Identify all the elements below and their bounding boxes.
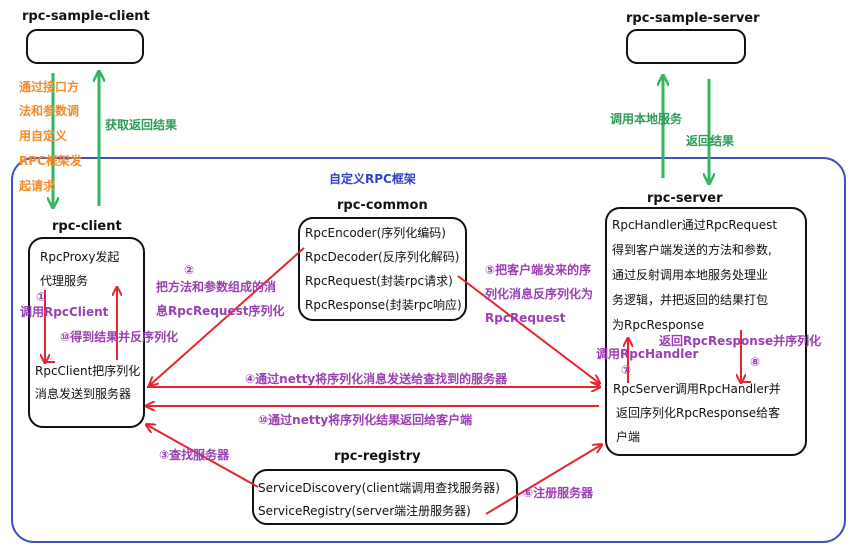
arrow-step6: [485, 445, 601, 515]
step7-number: ⑦: [621, 363, 632, 377]
client-app-title: rpc-sample-client: [22, 9, 150, 24]
client-call-line1: 通过接口方: [19, 80, 80, 94]
common-item-decoder: RpcDecoder(反序列化解码): [305, 250, 460, 264]
server-handler-line3: 通过反射调用本地服务处理业: [612, 268, 769, 282]
registry-item-registry: ServiceRegistry(server端注册服务器): [258, 504, 471, 518]
call-local-label: 调用本地服务: [610, 112, 683, 126]
client-send-line2: 消息发送到服务器: [35, 387, 132, 401]
step2-line1: 把方法和参数组成的消: [156, 280, 277, 294]
rpc-registry-title: rpc-registry: [334, 449, 421, 464]
rpc-common-title: rpc-common: [337, 198, 428, 213]
server-rpcserver-line2: 返回序列化RpcResponse给客: [616, 406, 781, 420]
step3-label: ③查找服务器: [159, 448, 230, 462]
client-proxy-line1: RpcProxy发起: [40, 250, 120, 264]
client-proxy-line2: 代理服务: [40, 274, 89, 288]
server-handler-line1: RpcHandler通过RpcRequest: [612, 218, 778, 232]
step5-line3: RpcRequest: [485, 311, 566, 325]
server-app-title: rpc-sample-server: [626, 11, 760, 26]
step4-label: ④通过netty将序列化消息发送给查找到的服务器: [245, 372, 508, 386]
step8-label: 返回RpcResponse并序列化: [659, 334, 822, 348]
client-call-line5: 起请求: [19, 179, 56, 193]
step6-label: ⑥注册服务器: [523, 486, 594, 500]
step10b-label: ⑩通过netty将序列化结果返回给客户端: [258, 413, 473, 427]
rpc-server-title: rpc-server: [647, 191, 723, 206]
framework-title: 自定义RPC框架: [329, 172, 416, 186]
step2-line2: 息RpcRequest序列化: [156, 304, 285, 318]
rpc-client-box: [28, 237, 145, 428]
step8-number: ⑧: [750, 355, 761, 369]
step1-label: 调用RpcClient: [20, 305, 109, 319]
client-send-line1: RpcClient把序列化: [35, 364, 141, 378]
client-call-line2: 法和参数调: [19, 104, 80, 118]
arrow-step2: [150, 247, 305, 385]
step5-line1: ⑤把客户端发来的序: [485, 263, 592, 277]
rpc-registry-box: [252, 469, 518, 525]
rpc-framework-frame: [11, 157, 846, 543]
client-call-line3: 用自定义: [19, 129, 68, 143]
server-handler-line4: 务逻辑，并把返回的结果打包: [612, 293, 769, 307]
common-item-response: RpcResponse(封装rpc响应): [305, 298, 462, 312]
server-rpcserver-line3: 户端: [616, 430, 641, 444]
common-item-encoder: RpcEncoder(序列化编码): [305, 226, 446, 240]
rpc-client-title: rpc-client: [52, 219, 122, 234]
rpc-server-box: [605, 207, 807, 456]
client-call-line4: RPC框架发: [19, 154, 82, 168]
step10a-label: ⑩得到结果并反序列化: [60, 330, 179, 344]
arrow-step5: [457, 275, 599, 383]
server-rpcserver-line1: RpcServer调用RpcHandler并: [613, 382, 781, 396]
step5-line2: 列化消息反序列化为: [485, 287, 594, 301]
server-app-box: [626, 29, 746, 64]
server-handler-line5: 为RpcResponse: [612, 318, 705, 332]
arrow-step3: [147, 425, 259, 488]
step2-number: ②: [184, 263, 195, 277]
common-item-request: RpcRequest(封装rpc请求): [305, 274, 453, 288]
step1-number: ①: [36, 290, 47, 304]
step7-label: 调用RpcHandler: [596, 347, 699, 361]
server-handler-line2: 得到客户端发送的方法和参数,: [612, 243, 772, 257]
rpc-common-box: [298, 217, 467, 321]
client-app-box: [26, 29, 144, 64]
registry-item-discovery: ServiceDiscovery(client端调用查找服务器): [258, 481, 500, 495]
get-result-label: 获取返回结果: [105, 118, 178, 132]
return-result-label: 返回结果: [686, 134, 735, 148]
